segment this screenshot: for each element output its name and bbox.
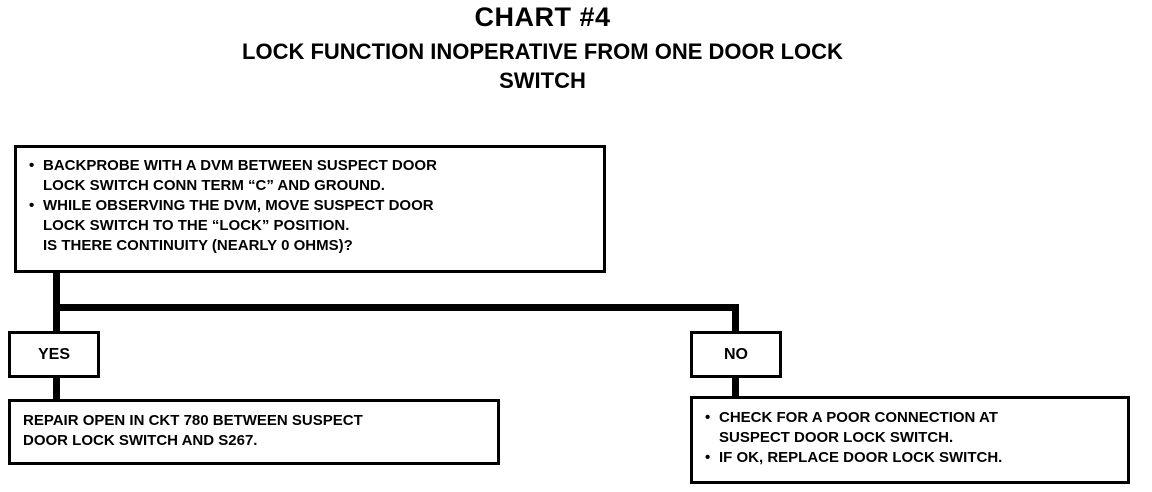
connector-to-yes — [53, 304, 60, 332]
step-2: • WHILE OBSERVING THE DVM, MOVE SUSPECT … — [29, 196, 593, 256]
step-1-line-1: BACKPROBE WITH A DVM BETWEEN SUSPECT DOO… — [43, 157, 437, 174]
yes-result-line-2: DOOR LOCK SWITCH AND S267. — [23, 432, 258, 449]
bullet: • — [29, 197, 35, 214]
chart-number: CHART #4 — [474, 2, 611, 32]
no-step-1-line-2: SUSPECT DOOR LOCK SWITCH. — [719, 429, 954, 446]
decision-question: IS THERE CONTINUITY (NEARLY 0 OHMS)? — [43, 237, 353, 254]
chart-title-line-2: SWITCH — [499, 68, 586, 93]
no-step-1-line-1: CHECK FOR A POOR CONNECTION AT — [719, 409, 998, 426]
yes-box: YES — [8, 331, 100, 378]
bullet: • — [29, 157, 35, 174]
chart-title-line-1: LOCK FUNCTION INOPERATIVE FROM ONE DOOR … — [242, 39, 843, 64]
no-result-box: • CHECK FOR A POOR CONNECTION AT SUSPECT… — [690, 396, 1130, 484]
bullet: • — [705, 409, 711, 426]
step-1-line-2: LOCK SWITCH CONN TERM “C” AND GROUND. — [43, 177, 385, 194]
step-2-line-1: WHILE OBSERVING THE DVM, MOVE SUSPECT DO… — [43, 197, 434, 214]
bullet: • — [705, 449, 711, 466]
yes-result-line-1: REPAIR OPEN IN CKT 780 BETWEEN SUSPECT — [23, 412, 363, 429]
connector-to-no — [732, 304, 739, 332]
connector-yes-to-repair — [53, 377, 60, 400]
step-1: • BACKPROBE WITH A DVM BETWEEN SUSPECT D… — [29, 156, 593, 196]
no-step-2-line: IF OK, REPLACE DOOR LOCK SWITCH. — [719, 449, 1003, 466]
yes-result-box: REPAIR OPEN IN CKT 780 BETWEEN SUSPECT D… — [8, 399, 500, 465]
connector-main-down — [53, 272, 60, 310]
no-step-1: • CHECK FOR A POOR CONNECTION AT SUSPECT… — [705, 408, 1117, 448]
step-2-line-2: LOCK SWITCH TO THE “LOCK” POSITION. — [43, 217, 350, 234]
decision-box: • BACKPROBE WITH A DVM BETWEEN SUSPECT D… — [14, 145, 606, 273]
no-step-2: • IF OK, REPLACE DOOR LOCK SWITCH. — [705, 448, 1117, 468]
no-box: NO — [690, 331, 782, 378]
connector-horizontal — [53, 304, 739, 311]
connector-no-to-check — [732, 377, 739, 397]
